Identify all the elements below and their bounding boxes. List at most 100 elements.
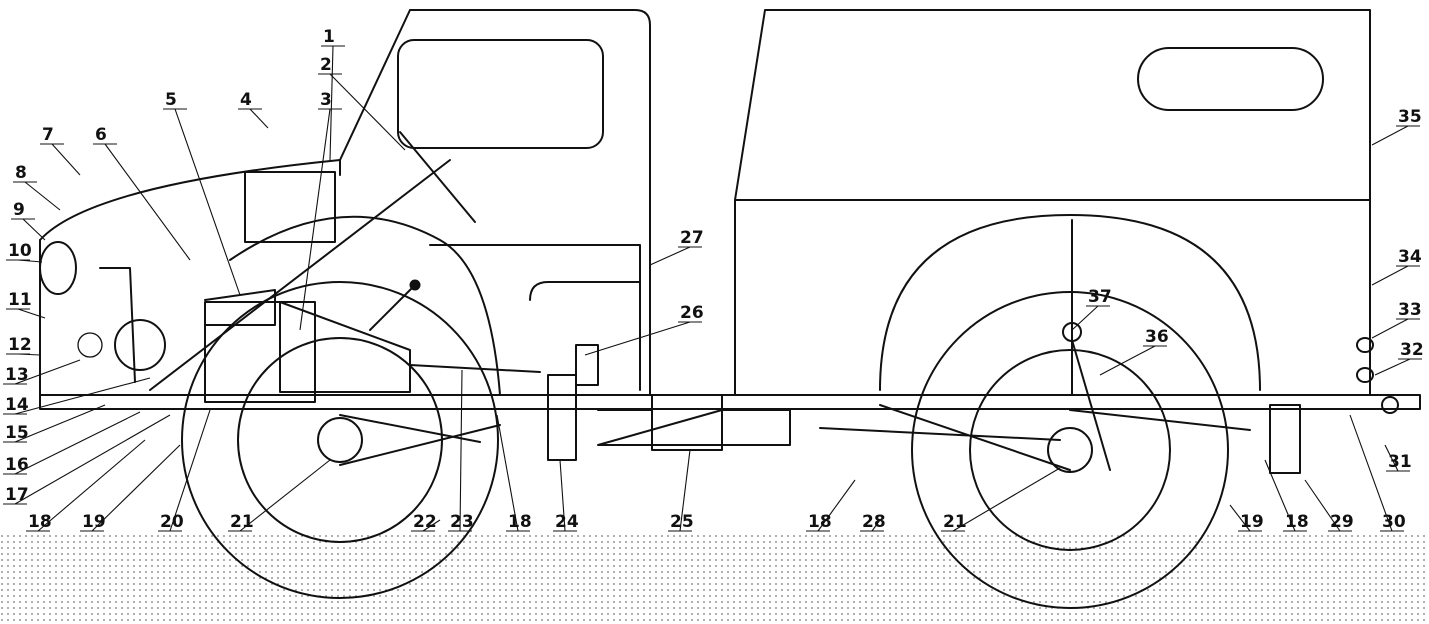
callout-leader-line: [1071, 305, 1099, 331]
shock-mount: [1062, 322, 1082, 342]
callout-9: 9: [11, 200, 46, 241]
callout-18: 18: [496, 414, 532, 532]
callout-leader-line: [249, 108, 269, 129]
gear-knob: [409, 279, 421, 291]
callout-number: 32: [1400, 340, 1424, 360]
front-wheel-outer: [181, 281, 499, 599]
trailer-roof: [734, 9, 1371, 201]
callout-leader-line: [1099, 345, 1156, 376]
callout-number: 35: [1398, 107, 1422, 127]
callout-leader-line: [51, 143, 81, 176]
callout-leader-line: [649, 246, 691, 266]
callout-number: 29: [1330, 512, 1354, 532]
tow-hook: [1381, 396, 1399, 414]
callout-34: 34: [1371, 247, 1422, 286]
callout-number: 13: [5, 365, 29, 385]
callout-12: 12: [6, 335, 41, 356]
callout-leader-line: [104, 143, 191, 261]
callout-36: 36: [1099, 327, 1169, 376]
callout-18: 18: [26, 439, 146, 532]
callout-number: 21: [943, 512, 967, 532]
callout-leader-line: [1371, 265, 1409, 286]
front-wheel-hub: [317, 417, 363, 463]
shock-absorber: [1071, 339, 1111, 471]
callout-16: 16: [3, 411, 141, 475]
callout-leader-line: [299, 108, 331, 331]
rear-wheel-hub: [1047, 427, 1093, 473]
callout-6: 6: [93, 125, 191, 261]
gear-lever: [369, 284, 416, 331]
engine-block: [204, 301, 316, 403]
callout-number: 16: [5, 455, 29, 475]
mudguard: [1269, 404, 1301, 474]
callout-number: 28: [862, 512, 886, 532]
callout-number: 5: [165, 90, 177, 110]
rear-wheel-outer: [911, 291, 1229, 609]
callout-number: 18: [28, 512, 52, 532]
trailer-box: [734, 199, 1371, 396]
callout-number: 20: [160, 512, 184, 532]
central-coupling: [651, 394, 723, 451]
callout-number: 11: [8, 290, 32, 310]
callout-27: 27: [649, 228, 704, 266]
callout-leader-line: [17, 308, 46, 319]
callout-number: 8: [15, 163, 27, 183]
ground-stipple: [0, 535, 1429, 624]
callout-number: 34: [1398, 247, 1422, 267]
callout-11: 11: [6, 290, 46, 319]
callout-7: 7: [40, 125, 81, 176]
callout-24: 24: [553, 459, 579, 532]
callout-leader-line: [22, 218, 46, 241]
callout-3: 3: [299, 90, 342, 331]
callout-1: 1: [321, 27, 345, 161]
callout-leader-line: [329, 45, 334, 161]
front-fender-arch: [229, 215, 501, 396]
callout-leader-line: [1384, 444, 1399, 472]
callout-leader-line: [239, 459, 331, 532]
callout-number: 1: [323, 27, 335, 47]
tail-light-lower: [1356, 367, 1374, 383]
gearbox: [279, 301, 411, 393]
fuel-pump: [575, 344, 599, 386]
callout-leader-line: [1371, 318, 1409, 339]
callout-23: 23: [448, 369, 474, 532]
callout-leader-line: [174, 108, 241, 296]
callout-19: 19: [80, 444, 181, 532]
callout-leader-line: [14, 377, 151, 415]
exhaust-pipe: [149, 159, 451, 391]
cab-outline: [339, 9, 651, 396]
callout-number: 18: [1285, 512, 1309, 532]
callout-31: 31: [1384, 444, 1412, 472]
callout-35: 35: [1371, 107, 1422, 146]
callout-leader-line: [952, 467, 1061, 532]
rear-wheel-rim: [969, 349, 1171, 551]
callout-number: 17: [5, 485, 29, 505]
pulley: [77, 332, 103, 358]
trailer-window: [1137, 47, 1324, 111]
front-wheel-rim: [237, 337, 443, 543]
callout-number: 14: [5, 395, 29, 415]
callout-leader-line: [817, 479, 856, 532]
callout-leader-line: [329, 73, 406, 151]
callout-leader-line: [459, 369, 463, 532]
callout-20: 20: [158, 409, 211, 532]
callout-number: 18: [808, 512, 832, 532]
callout-leader-line: [1371, 125, 1409, 146]
middle-shaft: [597, 409, 791, 446]
callout-number: 18: [508, 512, 532, 532]
fender-inner: [99, 267, 136, 383]
callout-number: 4: [240, 90, 252, 110]
rear-fender-arch: [879, 214, 1261, 391]
callout-number: 12: [8, 335, 32, 355]
callout-leader-line: [169, 409, 211, 532]
callout-number: 26: [680, 303, 704, 323]
callout-21: 21: [941, 467, 1061, 532]
callout-33: 33: [1371, 300, 1422, 339]
callout-28: 28: [860, 512, 886, 532]
callout-22: 22: [411, 512, 441, 532]
callout-number: 10: [8, 241, 32, 261]
callout-30: 30: [1349, 414, 1406, 532]
callout-leader-line: [1374, 358, 1411, 376]
callout-number: 6: [95, 125, 107, 145]
